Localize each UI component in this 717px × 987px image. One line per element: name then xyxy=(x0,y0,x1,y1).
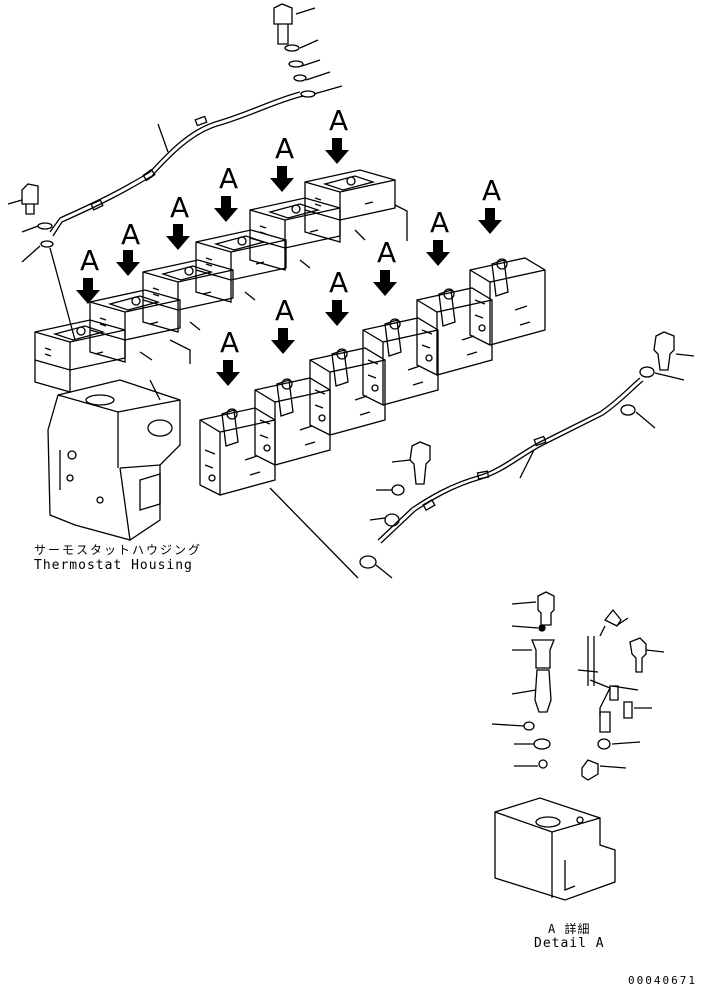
housing-label-jp: サーモスタットハウジング xyxy=(34,543,203,557)
upper-cylinder-heads xyxy=(34,169,408,401)
marker-letter: A xyxy=(329,104,350,137)
marker-letter: A xyxy=(220,326,241,359)
marker-letter: A xyxy=(430,206,451,239)
marker-letter: A xyxy=(377,236,398,269)
housing-label-en: Thermostat Housing xyxy=(34,558,193,573)
drawing-number: 00040671 xyxy=(628,974,697,987)
marker-letter: A xyxy=(482,174,503,207)
marker-letter: A xyxy=(275,132,296,165)
detail-label-en: Detail A xyxy=(534,936,605,951)
detail-a-assembly xyxy=(491,591,665,901)
marker-letter: A xyxy=(121,218,142,251)
lower-cylinder-heads xyxy=(199,257,546,496)
marker-letter: A xyxy=(329,266,350,299)
top-pipe-assembly xyxy=(7,3,343,341)
marker-letter: A xyxy=(219,162,240,195)
marker-letter: A xyxy=(170,191,191,224)
marker-letter: A xyxy=(80,244,101,277)
thermostat-housing xyxy=(47,379,181,541)
marker-letter: A xyxy=(275,294,296,327)
lower-pipe-assembly xyxy=(269,331,695,579)
detail-label-jp: A 詳細 xyxy=(548,922,591,936)
